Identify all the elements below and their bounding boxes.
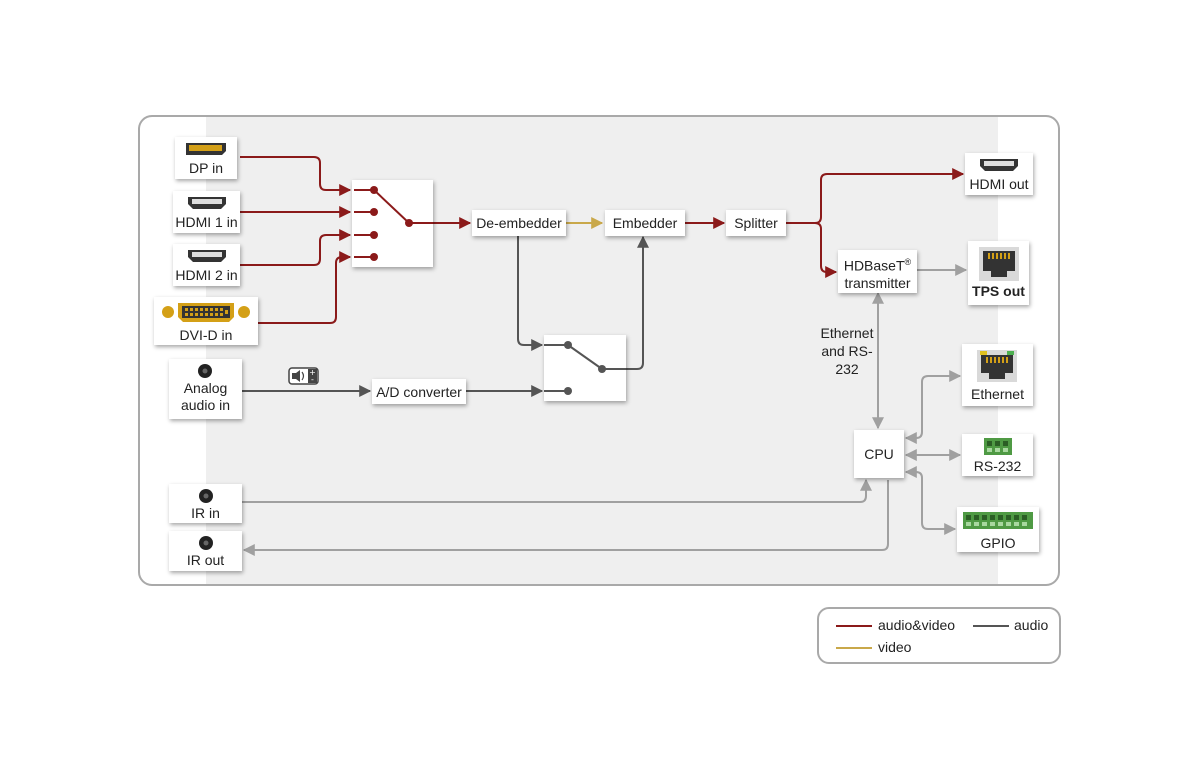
legend-video-swatch xyxy=(836,647,872,649)
hdmi2-in-box: HDMI 2 in xyxy=(173,244,240,286)
ad-converter-label: A/D converter xyxy=(376,383,462,400)
hdmi-connector-icon xyxy=(980,159,1018,171)
gpio-box: GPIO xyxy=(957,507,1039,552)
embedder-block: Embedder xyxy=(605,210,685,236)
line-splitter-to-hdbaset xyxy=(814,222,838,278)
line-deembedder-to-audioswitch xyxy=(517,236,544,351)
volume-control-icon: + - xyxy=(288,367,319,385)
analog-audio-in-label: Analog audio in xyxy=(180,380,231,413)
hdmi-connector-icon xyxy=(188,250,226,262)
cpu-label: CPU xyxy=(864,446,894,462)
hdmi-connector-icon xyxy=(188,197,226,209)
ir-in-box: IR in xyxy=(169,484,242,523)
line-cpu-ethernet xyxy=(904,370,962,444)
cpu-block: CPU xyxy=(854,430,904,478)
legend-video-label: video xyxy=(878,639,912,655)
ethernet-label: Ethernet xyxy=(971,386,1024,402)
splitter-block: Splitter xyxy=(726,210,786,236)
dp-in-box: DP in xyxy=(175,137,237,179)
legend-audio-label: audio xyxy=(1014,617,1049,633)
control-lines xyxy=(242,264,968,556)
av-lines xyxy=(240,156,965,324)
rs232-terminal-icon xyxy=(984,438,1012,455)
legend-av-swatch xyxy=(836,625,872,627)
line-dp-to-switch xyxy=(240,156,352,196)
embedder-label: Embedder xyxy=(612,215,678,231)
dvi-connector-icon xyxy=(162,303,250,322)
dvi-in-box: DVI-D in xyxy=(154,297,258,345)
line-hdmi2-to-switch xyxy=(240,229,352,266)
line-splitter-to-hdmiout xyxy=(786,168,965,224)
line-audioswitch-to-embedder xyxy=(626,235,649,370)
ir-jack-icon xyxy=(199,489,213,503)
audio-lines xyxy=(242,235,649,397)
dvi-in-label: DVI-D in xyxy=(179,327,233,343)
displayport-connector-icon xyxy=(186,143,226,155)
ethernet-rs232-link-label: Ethernet and RS-232 xyxy=(820,325,874,377)
rj45-port-icon xyxy=(979,247,1019,281)
line-cpu-gpio xyxy=(904,466,957,535)
video-switch-wiring xyxy=(354,189,433,258)
ir-jack-icon xyxy=(199,536,213,550)
hdmi-out-label: HDMI out xyxy=(969,176,1029,192)
dp-in-label: DP in xyxy=(189,160,223,176)
tps-out-box: TPS out xyxy=(968,241,1029,305)
hdmi1-in-label: HDMI 1 in xyxy=(175,214,238,230)
line-dvi-to-switch xyxy=(258,251,352,324)
hdmi2-in-label: HDMI 2 in xyxy=(175,267,238,283)
audio-switch-contacts xyxy=(544,341,626,395)
hdbaset-subtitle: transmitter xyxy=(844,274,911,291)
ethernet-box: Ethernet xyxy=(962,344,1033,406)
rs232-label: RS-232 xyxy=(973,458,1022,474)
svg-text:+: + xyxy=(309,368,316,377)
hdmi-out-box: HDMI out xyxy=(965,153,1033,195)
hdmi1-in-box: HDMI 1 in xyxy=(173,191,240,233)
audio-jack-icon xyxy=(198,364,212,378)
line-cpu-to-irout xyxy=(242,480,889,556)
ad-converter-block: A/D converter xyxy=(372,379,466,404)
legend-audio-swatch xyxy=(973,625,1009,627)
line-irin-to-cpu xyxy=(242,478,872,503)
svg-text:-: - xyxy=(311,375,314,384)
analog-audio-in-box: Analog audio in xyxy=(169,359,242,419)
legend: audio&video audio video xyxy=(817,607,1061,664)
splitter-label: Splitter xyxy=(734,215,778,231)
legend-av-label: audio&video xyxy=(878,617,956,633)
rs232-box: RS-232 xyxy=(962,434,1033,476)
hdbaset-transmitter-block: HDBaseT® transmitter xyxy=(838,250,917,293)
de-embedder-block: De-embedder xyxy=(472,210,566,236)
ir-in-label: IR in xyxy=(191,505,220,521)
ir-out-label: IR out xyxy=(186,552,225,568)
ethernet-port-icon xyxy=(977,350,1017,382)
gpio-terminal-icon xyxy=(963,512,1033,529)
tps-out-label: TPS out xyxy=(972,283,1025,299)
de-embedder-label: De-embedder xyxy=(476,215,562,231)
gpio-label: GPIO xyxy=(980,535,1016,551)
hdbaset-title: HDBaseT® xyxy=(843,257,912,274)
ir-out-box: IR out xyxy=(169,531,242,571)
